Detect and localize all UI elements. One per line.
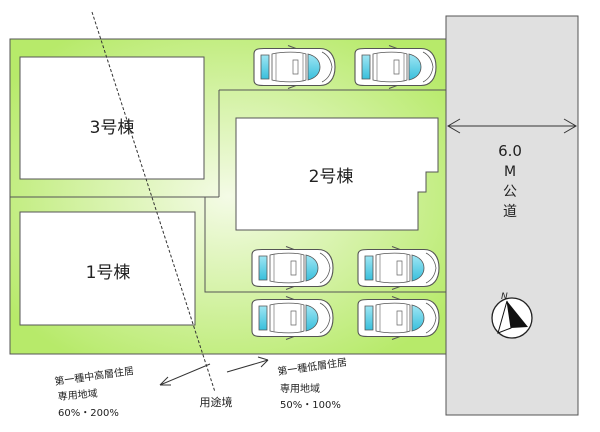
north-compass-icon [491,297,533,339]
parked-car [253,44,336,90]
compass-north-label: N [501,292,508,302]
zone-right-ratio: 50%・100% [280,400,341,411]
road-type-label: 道 [503,204,517,220]
zoning-boundary-label: 用途境 [200,395,233,409]
building-1-label: 1号棟 [86,263,131,283]
zone-left-name: 第一種中高層住居 [54,364,135,388]
road-unit-label: M [504,164,516,180]
building-3-label: 3号棟 [90,118,135,138]
building-2-label: 2号棟 [309,167,354,187]
parked-car [357,245,440,291]
public-road [445,15,579,416]
zoning-arrow-right [226,356,269,373]
lot-boundary [204,197,446,293]
road-width-label: 6.0 [498,142,522,160]
zone-right-name: 第一種低層住居 [277,355,348,378]
road-type-label: 公 [503,184,517,200]
zoning-boundary-line [91,11,216,393]
parked-car [251,295,334,341]
building-2 [235,117,439,231]
road-width-dimension [447,118,577,134]
building-3 [19,56,205,180]
zone-right-subname: 専用地域 [280,382,320,395]
zone-left-subname: 専用地域 [57,387,98,403]
parked-car [357,295,440,341]
building-1 [19,211,196,326]
zone-left-ratio: 60%・200% [58,408,119,419]
zoning-arrow-left [159,363,211,386]
parked-car [251,245,334,291]
parked-car [354,44,437,90]
